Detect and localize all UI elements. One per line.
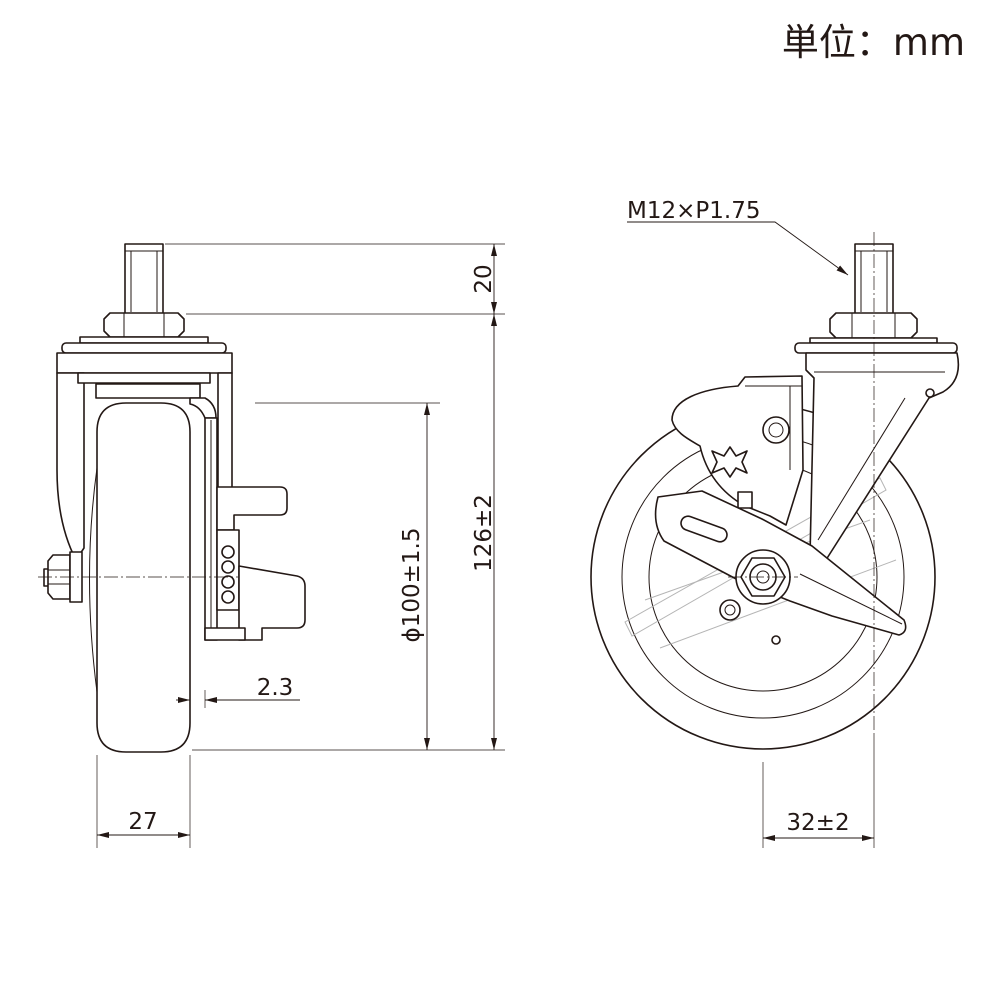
side-wheel-tread bbox=[96, 402, 191, 753]
side-fork-crown bbox=[56, 352, 233, 374]
front-hex-nut bbox=[829, 312, 918, 339]
front-fork bbox=[805, 352, 960, 564]
side-brake-shoe-hook bbox=[189, 397, 217, 419]
front-fork-leg bbox=[805, 352, 960, 564]
side-brake-shoe bbox=[95, 383, 201, 399]
front-fork-leg-inner-line bbox=[817, 397, 906, 541]
front-brake-pedal-edge bbox=[799, 573, 903, 625]
front-fork-rivet bbox=[925, 388, 935, 398]
dim-text-thread-spec: M12×P1.75 bbox=[627, 198, 760, 224]
front-brake-lower-rivet bbox=[719, 599, 741, 621]
front-view-dimensions: M12×P1.75 32±2 bbox=[627, 198, 875, 848]
side-brake-pedal bbox=[238, 565, 306, 641]
side-brake bbox=[204, 417, 306, 641]
side-wheel-hub-contour bbox=[89, 467, 98, 693]
side-fork-left-leg bbox=[56, 372, 85, 561]
side-brake-rivet bbox=[221, 575, 235, 589]
dim-text-wheel-diameter: ϕ100±1.5 bbox=[399, 528, 425, 643]
dim-text-overall-height: 126±2 bbox=[471, 494, 497, 572]
side-stem-bolt bbox=[124, 243, 164, 315]
front-brake-pivot-hole bbox=[768, 422, 784, 438]
side-fork-right-leg bbox=[217, 372, 233, 489]
dim-text-swivel-offset: 32±2 bbox=[786, 810, 849, 836]
dim-text-brake-gap: 2.3 bbox=[257, 675, 294, 701]
dim-text-stem-length: 20 bbox=[471, 264, 497, 293]
side-axle bbox=[43, 551, 83, 603]
side-washer bbox=[79, 336, 209, 344]
side-wheel bbox=[89, 402, 191, 753]
side-top-plate bbox=[61, 342, 227, 354]
dim-text-wheel-width: 27 bbox=[128, 809, 157, 835]
side-brake-bottom-bracket bbox=[204, 627, 246, 641]
side-hex-nut bbox=[103, 312, 185, 338]
front-small-rivet bbox=[771, 635, 781, 645]
front-brake-bracket bbox=[671, 375, 804, 526]
side-brake-top-lever bbox=[216, 486, 288, 531]
front-ghost-outline bbox=[624, 477, 887, 637]
front-brake-lower-rivet-hole bbox=[724, 604, 736, 616]
side-fork bbox=[56, 352, 233, 561]
side-brake-rivet bbox=[221, 590, 235, 604]
side-brake-rivet bbox=[221, 545, 235, 559]
front-nut-body bbox=[829, 312, 918, 339]
side-view-dimensions: 20 126±2 ϕ100±1.5 2.3 27 bbox=[96, 243, 505, 848]
side-nut-body bbox=[103, 312, 185, 338]
thread-leader-line bbox=[627, 221, 849, 276]
unit-label: 単位：mm bbox=[782, 21, 965, 64]
front-brake-pivot bbox=[762, 416, 790, 444]
front-view bbox=[590, 232, 960, 750]
side-fork-band bbox=[77, 372, 211, 384]
side-brake-rivet bbox=[221, 560, 235, 574]
front-brake-lever-slot bbox=[680, 515, 728, 543]
side-view bbox=[38, 243, 306, 753]
front-top-plate bbox=[794, 342, 958, 354]
front-brake-tab bbox=[737, 491, 753, 509]
front-brake-wing-clip bbox=[711, 446, 748, 478]
